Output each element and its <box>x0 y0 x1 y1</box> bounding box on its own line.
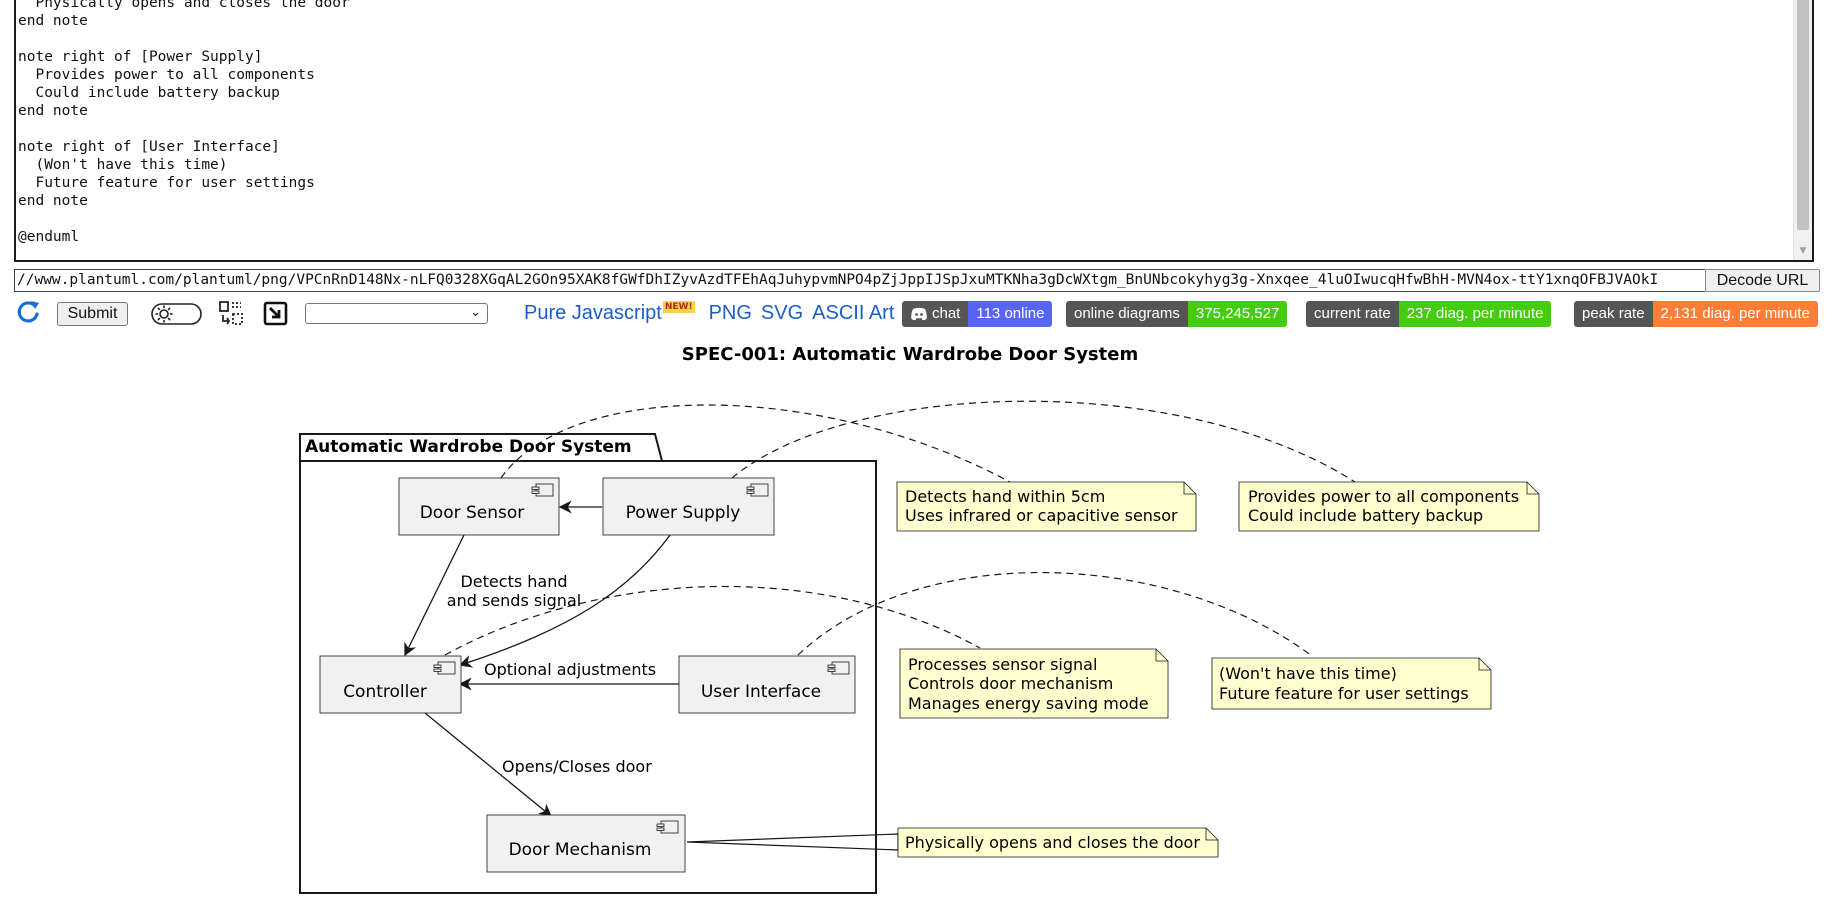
svg-text:Provides power to all componen: Provides power to all components <box>1248 487 1519 506</box>
pure-javascript-link[interactable]: Pure Javascript <box>524 301 662 324</box>
svg-text:(Won't have this time): (Won't have this time) <box>1219 664 1397 683</box>
svg-text:Detects hand within 5cm: Detects hand within 5cm <box>905 487 1105 506</box>
edge-label-detects-hand-2: and sends signal <box>447 591 581 610</box>
svg-text:Manages energy saving mode: Manages energy saving mode <box>908 694 1149 713</box>
note-controller: Processes sensor signal Controls door me… <box>899 648 1169 719</box>
current-rate-label: current rate <box>1306 301 1399 327</box>
note-door-mechanism: Physically opens and closes the door <box>897 827 1219 858</box>
submit-button[interactable]: Submit <box>57 302 128 326</box>
component-icon <box>433 661 456 675</box>
package-frame <box>299 433 877 894</box>
edge-label-opens-closes: Opens/Closes door <box>502 757 652 776</box>
svg-text:Uses infrared or capacitive se: Uses infrared or capacitive sensor <box>905 506 1178 525</box>
note-user-interface: (Won't have this time) Future feature fo… <box>1211 657 1492 710</box>
peak-rate-badge: peak rate 2,131 diag. per minute <box>1574 301 1818 327</box>
edge-label-optional-adjustments: Optional adjustments <box>484 660 656 679</box>
edge-power-to-controller <box>458 534 671 668</box>
diagram-title: SPEC-001: Automatic Wardrobe Door System <box>682 344 1138 365</box>
decode-url-button[interactable]: Decode URL <box>1705 269 1820 292</box>
swap-layout-icon[interactable] <box>218 300 244 326</box>
component-icon <box>827 661 850 675</box>
controller-label: Controller <box>343 682 427 702</box>
door-sensor-label: Door Sensor <box>420 503 525 523</box>
edge-sensor-to-controller <box>404 534 465 657</box>
note-sensor: Detects hand within 5cm Uses infrared or… <box>896 481 1197 532</box>
component-power-supply: Power Supply <box>602 477 775 536</box>
door-mechanism-label: Door Mechanism <box>509 840 652 860</box>
online-diagrams-label: online diagrams <box>1066 301 1188 327</box>
discord-icon <box>911 307 927 321</box>
note-connector-ui <box>797 571 1313 657</box>
peak-rate-value: 2,131 diag. per minute <box>1652 301 1818 327</box>
note-power-supply: Provides power to all components Could i… <box>1238 481 1540 532</box>
svg-text:Controls door mechanism: Controls door mechanism <box>908 674 1113 693</box>
chat-badge[interactable]: chat 113 online <box>902 301 1053 327</box>
package-label: Automatic Wardrobe Door System <box>305 437 632 457</box>
svg-text:Processes sensor signal: Processes sensor signal <box>908 655 1097 674</box>
power-supply-label: Power Supply <box>626 503 741 523</box>
plantuml-source-editor[interactable]: Physically opens and closes the door end… <box>14 0 1814 262</box>
ascii-art-link[interactable]: ASCII Art <box>812 301 895 324</box>
theme-toggle[interactable] <box>151 301 202 327</box>
chat-badge-label: chat <box>902 301 969 327</box>
note-connector-controller <box>444 585 981 656</box>
png-link[interactable]: PNG <box>708 301 752 324</box>
output-links: Pure Javascript NEW! PNG SVG ASCII Art <box>524 300 903 326</box>
component-icon <box>656 820 679 834</box>
peak-rate-label: peak rate <box>1574 301 1653 327</box>
svg-text:Future feature for user settin: Future feature for user settings <box>1219 684 1469 703</box>
svg-text:Physically opens and closes th: Physically opens and closes the door <box>905 833 1200 852</box>
svg-text:Could include battery backup: Could include battery backup <box>1248 506 1483 525</box>
rendered-diagram: SPEC-001: Automatic Wardrobe Door System… <box>286 330 1546 897</box>
chat-badge-value: 113 online <box>968 301 1053 327</box>
note-connector-power <box>731 400 1356 483</box>
online-diagrams-value: 375,245,527 <box>1187 301 1288 327</box>
url-row: //www.plantuml.com/plantuml/png/VPCnRnD1… <box>14 269 1820 292</box>
new-badge: NEW! <box>662 301 695 313</box>
edge-label-detects-hand-1: Detects hand <box>460 572 567 591</box>
scroll-down-arrow-icon[interactable]: ▼ <box>1799 246 1807 256</box>
component-controller: Controller <box>319 655 462 714</box>
export-icon[interactable] <box>263 301 288 326</box>
refresh-icon[interactable] <box>14 298 42 326</box>
source-code-text[interactable]: Physically opens and closes the door end… <box>18 0 350 245</box>
online-diagrams-badge: online diagrams 375,245,527 <box>1066 301 1288 327</box>
component-user-interface: User Interface <box>678 655 856 714</box>
diagram-select[interactable]: ⌄ <box>305 303 488 324</box>
svg-link[interactable]: SVG <box>760 301 804 324</box>
editor-scrollbar[interactable]: ▼ <box>1793 0 1812 260</box>
chevron-down-icon: ⌄ <box>470 305 481 320</box>
component-door-mechanism: Door Mechanism <box>486 814 686 873</box>
component-door-sensor: Door Sensor <box>398 477 560 536</box>
user-interface-label: User Interface <box>701 682 821 702</box>
component-icon <box>746 483 769 497</box>
edge-controller-to-mechanism <box>424 712 553 817</box>
current-rate-badge: current rate 237 diag. per minute <box>1306 301 1552 327</box>
current-rate-value: 237 diag. per minute <box>1398 301 1552 327</box>
note-connector-sensor <box>500 404 1011 483</box>
diagram-url-input[interactable]: //www.plantuml.com/plantuml/png/VPCnRnD1… <box>14 269 1705 292</box>
scrollbar-thumb[interactable] <box>1797 0 1809 230</box>
component-icon <box>531 483 554 497</box>
